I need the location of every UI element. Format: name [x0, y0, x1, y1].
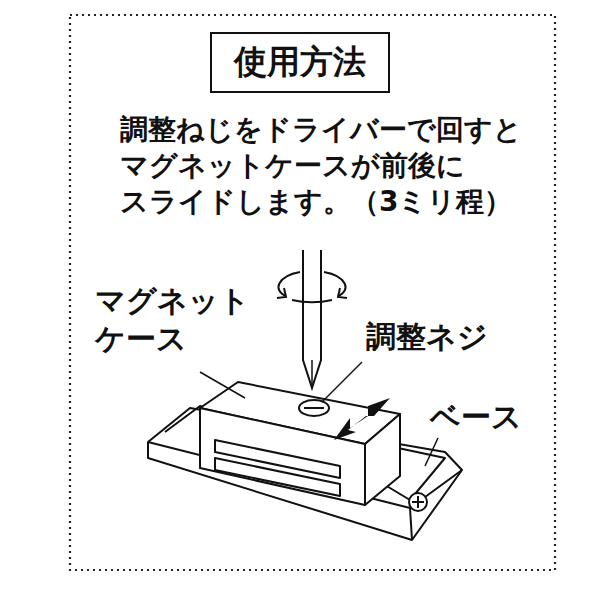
rotation-arrows — [277, 272, 347, 302]
base-screw — [409, 493, 427, 511]
dotted-frame — [70, 15, 555, 570]
part-name: マグネット ケース — [95, 282, 250, 359]
part-name: ベース — [430, 398, 522, 436]
part-name: 調整ネジ — [366, 318, 488, 356]
title-box: 使用方法 — [210, 32, 390, 93]
slide-arrow — [334, 398, 390, 440]
screwdriver — [303, 250, 321, 388]
magnet-case — [200, 382, 400, 505]
adjust-screw — [299, 400, 329, 416]
leader-lines — [200, 362, 438, 466]
usage-note: 調整ねじをドライバーで回すと マグネットケースが前後に スライドします。（3ミリ… — [120, 112, 522, 219]
